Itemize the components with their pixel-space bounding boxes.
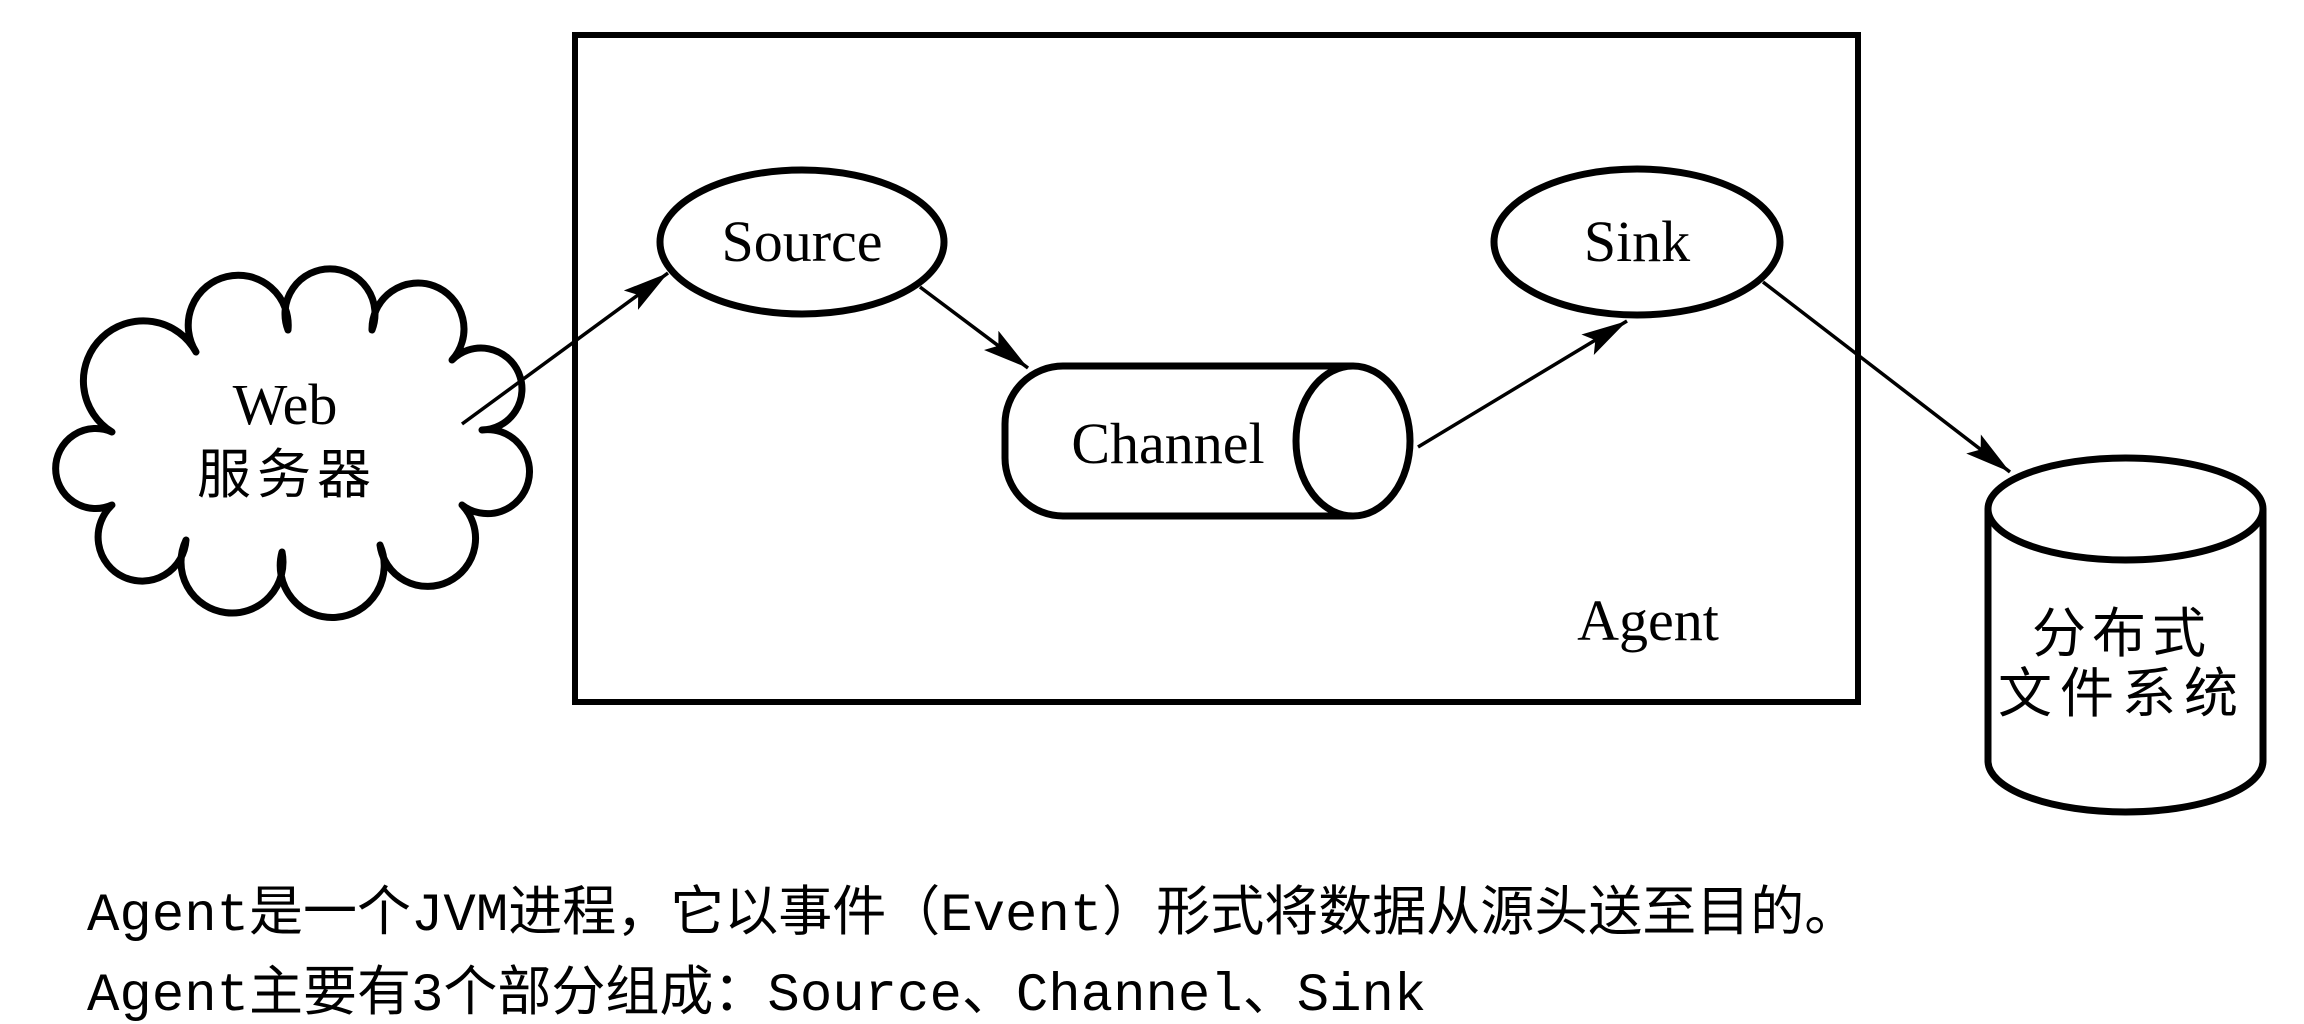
channel-label: Channel	[1071, 411, 1264, 476]
web-server-label-line1: Web	[233, 372, 338, 437]
arrow-webserver-to-source	[460, 271, 670, 426]
channel-node-end-cap	[1292, 362, 1414, 520]
dfs-label-line1: 分布式	[2032, 604, 2212, 664]
arrow-sink-to-dfs	[1761, 280, 2012, 474]
dfs-cylinder-body	[1984, 509, 2267, 816]
agent-box-label: Agent	[1577, 588, 1719, 653]
dfs-label-line2: 文件系统	[1998, 664, 2246, 724]
channel-node-body	[1001, 362, 1353, 520]
web-server-cloud	[52, 265, 533, 621]
sink-label: Sink	[1584, 209, 1690, 274]
source-label: Source	[721, 209, 882, 274]
sink-node	[1490, 165, 1784, 319]
agent-boundary-box	[572, 32, 1861, 705]
source-node	[656, 166, 948, 318]
dfs-cylinder-top	[1984, 454, 2267, 564]
web-server-label-line2: 服务器	[197, 445, 377, 505]
arrow-source-to-channel	[918, 285, 1030, 370]
caption-line-2: Agent主要有3个部分组成：Source、Channel、Sink	[87, 963, 1426, 1024]
arrow-channel-to-sink	[1417, 319, 1628, 449]
caption-line-1: Agent是一个JVM进程，它以事件（Event）形式将数据从源头送至目的。	[87, 883, 1858, 947]
